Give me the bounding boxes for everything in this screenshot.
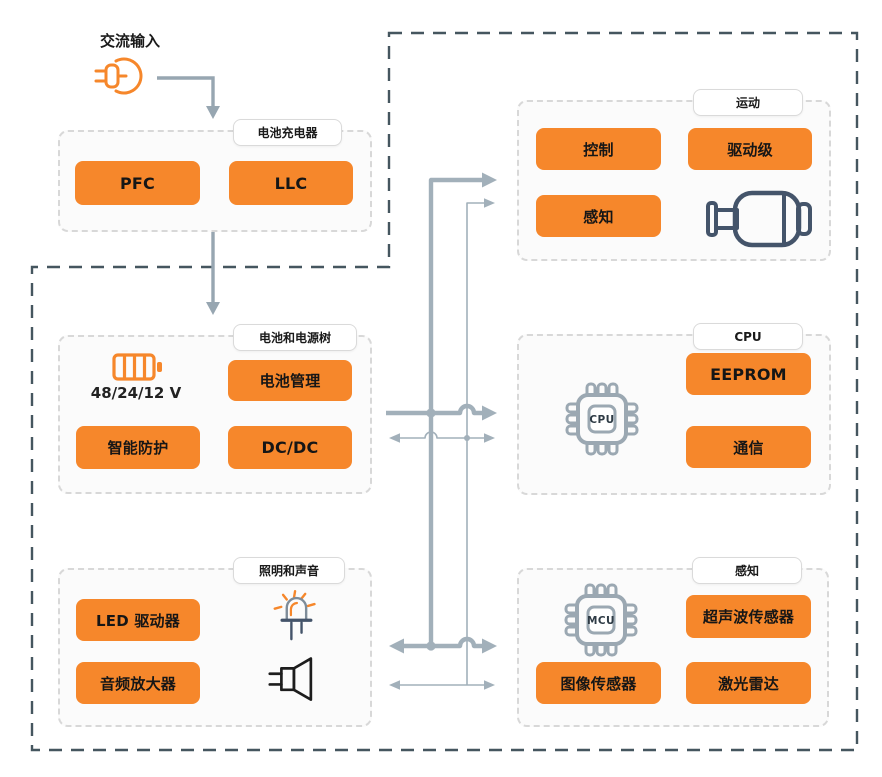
signal-arrow-power [389, 433, 400, 443]
block-control[interactable]: 控制 [536, 128, 661, 170]
speaker-icon [268, 657, 313, 701]
group-tab-battery-charger[interactable]: 电池充电器 [233, 119, 342, 146]
signal-arrow-cpu [484, 433, 495, 443]
block-led-driver[interactable]: LED 驱动器 [76, 599, 200, 641]
block-smart-protection[interactable]: 智能防护 [76, 426, 200, 469]
group-battery-charger: 电池充电器 PFC LLC [58, 119, 372, 232]
signal-arrow-lighting [389, 680, 400, 690]
group-tab-cpu[interactable]: CPU [693, 323, 803, 350]
block-pfc[interactable]: PFC [75, 161, 200, 205]
block-drive-stage[interactable]: 驱动级 [688, 128, 812, 170]
system-boundary-dashed [30, 31, 859, 752]
group-lighting-sound: 照明和声音 LED 驱动器 音频放大器 [58, 557, 372, 727]
block-llc[interactable]: LLC [229, 161, 353, 205]
signal-bus-vertical [466, 202, 484, 685]
power-bus-arrow-lighting [389, 638, 404, 654]
signal-arrow-sensing [484, 680, 495, 690]
block-audio-amplifier[interactable]: 音频放大器 [76, 662, 200, 704]
motor-icon [706, 190, 812, 248]
signal-junction-dot [464, 435, 470, 441]
mcu-chip-icon: MCU [564, 583, 638, 657]
bus-junction-dot [426, 641, 436, 651]
power-bus-arrow-sensing [482, 638, 497, 654]
group-tab-motion[interactable]: 运动 [693, 89, 803, 116]
group-motion: 运动 控制 驱动级 感知 [517, 89, 831, 261]
block-sensing[interactable]: 感知 [536, 195, 661, 237]
group-cpu: CPU CPU EEPROM 通信 [517, 323, 831, 495]
block-communication[interactable]: 通信 [686, 426, 811, 468]
battery-voltage-label: 48/24/12 V [90, 384, 182, 402]
block-image-sensor[interactable]: 图像传感器 [536, 662, 661, 704]
group-battery-power-tree: 电池和电源树 48/24/12 V 电池管理 智能防护 DC/DC [58, 324, 372, 494]
power-bus-arrow-motion [482, 172, 497, 188]
led-icon [273, 589, 316, 641]
block-lidar[interactable]: 激光雷达 [686, 662, 811, 704]
block-dcdc[interactable]: DC/DC [228, 426, 352, 469]
signal-bus-mid [400, 431, 484, 439]
block-eeprom[interactable]: EEPROM [686, 353, 811, 395]
group-tab-battery-power-tree[interactable]: 电池和电源树 [233, 324, 357, 351]
bus-junction-dot [426, 408, 436, 418]
power-bus-arrow-cpu [482, 405, 497, 421]
ac-input-arrowhead [206, 106, 220, 119]
ac-plug-icon [94, 57, 143, 95]
signal-arrow-motion [484, 198, 495, 208]
group-tab-lighting-sound[interactable]: 照明和声音 [233, 557, 345, 584]
power-bus-bottom [404, 636, 482, 649]
ac-input-label: 交流输入 [100, 32, 161, 50]
power-bus-vertical [428, 177, 482, 646]
group-perception: 感知 MCU 超声波传感器 图像传感器 激光雷达 [517, 557, 829, 727]
charger-to-power-arrowhead [206, 302, 220, 315]
group-tab-perception[interactable]: 感知 [692, 557, 802, 584]
mcu-chip-label: MCU [587, 615, 615, 627]
cpu-chip-icon: CPU [565, 382, 639, 456]
ac-input-arrow [157, 76, 215, 106]
block-battery-management[interactable]: 电池管理 [228, 360, 352, 401]
block-ultrasonic-sensor[interactable]: 超声波传感器 [686, 595, 811, 638]
cpu-chip-label: CPU [589, 414, 614, 426]
battery-icon [112, 353, 162, 381]
